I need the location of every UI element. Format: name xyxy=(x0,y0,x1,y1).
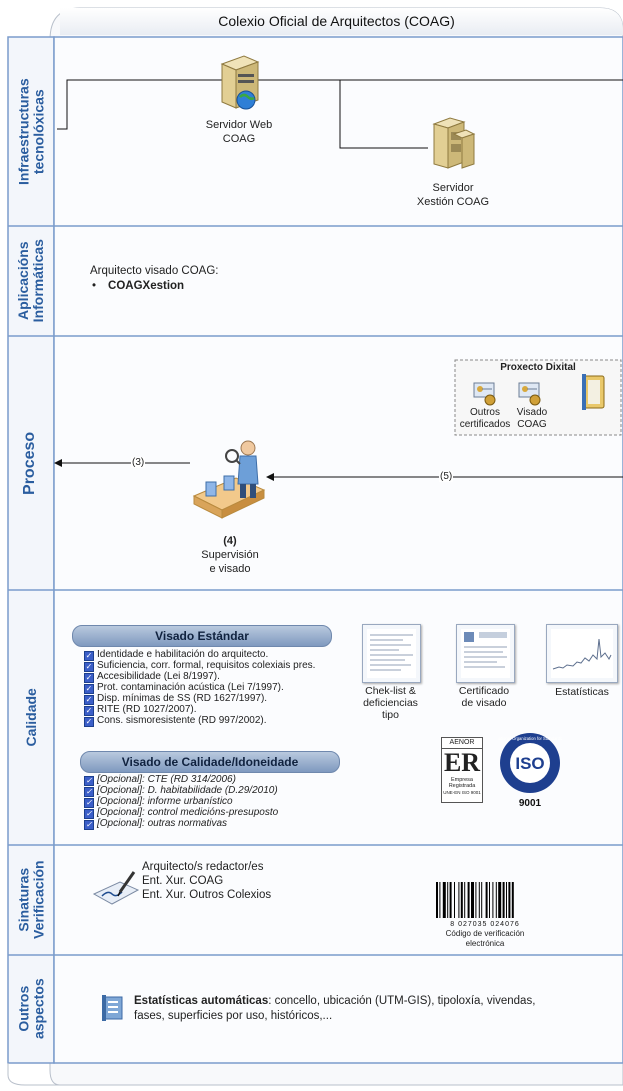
digital-document-icon xyxy=(582,374,605,410)
svg-text:ISO: ISO xyxy=(515,754,544,773)
statistics-line-chart-icon xyxy=(551,629,613,678)
xestion-server-label: Servidor Xestión COAG xyxy=(416,182,490,208)
proxecto-dixital-title: Proxecto Dixital xyxy=(500,362,576,373)
visado-calidade-header: Visado de Calidade/Idoneidade xyxy=(80,751,340,773)
quality-item: ✓[Opcional]: outras normativas xyxy=(84,818,278,830)
web-server-icon xyxy=(220,55,260,110)
checklist-table-icon xyxy=(367,629,416,678)
checkbox-checked-icon: ✓ xyxy=(84,717,94,727)
outros-stats-rest: : concello, ubicación (UTM-GIS), tipolox… xyxy=(134,995,536,1022)
quality-item: ✓[Opcional]: control medicións-presupost… xyxy=(84,807,279,819)
outros-stats-bold: Estatísticas automáticas xyxy=(134,995,269,1007)
certificate-document-icon xyxy=(461,629,510,678)
quality-item-label: [Opcional]: informe urbanístico xyxy=(97,796,233,807)
quality-item: ✓[Opcional]: informe urbanístico xyxy=(84,796,278,808)
lane-label-outros: Outros aspectos xyxy=(15,978,47,1040)
checkbox-checked-icon: ✓ xyxy=(84,651,94,661)
svg-text:9001: 9001 xyxy=(519,798,542,809)
checklist-caption: Chek-list & deficiencias tipo xyxy=(363,685,418,721)
standard-item-label: Disp. mínimas de SS (RD 1627/1997). xyxy=(97,693,268,704)
barcode-icon: 8 027035 024076 xyxy=(436,882,520,928)
outros-stats-text: Estatísticas automáticas: concello, ubic… xyxy=(134,994,614,1024)
checkbox-checked-icon: ✓ xyxy=(84,684,94,694)
checkbox-checked-icon: ✓ xyxy=(84,798,94,808)
standard-checklist: ✓Identidade e habilitación do arquitecto… xyxy=(84,649,316,727)
certificate-key-icon-visado xyxy=(518,382,541,406)
checkbox-checked-icon: ✓ xyxy=(84,673,94,683)
arrow-label-5: (5) xyxy=(439,471,454,482)
standard-item: ✓Identidade e habilitación do arquitecto… xyxy=(84,649,315,661)
standard-item-label: Identidade e habilitación do arquitecto. xyxy=(97,649,269,660)
svg-text:8 027035 024076: 8 027035 024076 xyxy=(450,921,520,928)
web-server-label: Servidor Web COAG xyxy=(205,119,273,145)
checkbox-checked-icon: ✓ xyxy=(84,706,94,716)
supervision-person-icon xyxy=(192,440,266,519)
standard-item: ✓Disp. mínimas de SS (RD 1627/1997). xyxy=(84,693,315,705)
quality-item-label: [Opcional]: CTE (RD 314/2006) xyxy=(97,774,236,785)
standard-item: ✓Cons. sismoresistente (RD 997/2002). xyxy=(84,715,315,727)
lane-label-calidade: Calidade xyxy=(22,688,39,747)
standard-item-label: RITE (RD 1027/2007). xyxy=(97,704,197,715)
diagram-title: Colexio Oficial de Arquitectos (COAG) xyxy=(218,13,455,29)
xestion-server-icon xyxy=(432,117,476,169)
iso-9001-logo: International Organization for Standardi… xyxy=(498,733,562,809)
standard-item-label: Prot. contaminación acústica (Lei 7/1997… xyxy=(97,682,284,693)
cert-visado-label: Visado COAG xyxy=(516,407,548,430)
arrow-label-3: (3) xyxy=(131,457,146,468)
quality-checklist: ✓[Opcional]: CTE (RD 314/2006)✓[Opcional… xyxy=(84,774,279,830)
standard-item-label: Suficiencia, corr. formal, requisitos co… xyxy=(97,660,316,671)
standard-item: ✓Suficiencia, corr. formal, requisitos c… xyxy=(84,660,316,672)
aenor-logo: AENOR ER Empresa Registrada UNE-EN ISO 9… xyxy=(441,737,483,803)
standard-item: ✓RITE (RD 1027/2007). xyxy=(84,704,315,716)
svg-text:International Organization for: International Organization for Standardi… xyxy=(498,736,562,741)
lane-label-sinaturas: Sinaturas Verificación xyxy=(15,860,46,940)
step-number: (4) xyxy=(223,535,237,547)
aenor-logo-mid: Empresa Registrada xyxy=(448,777,476,789)
signature-pen-icon xyxy=(92,871,140,905)
checklist-thumbnail xyxy=(362,624,421,683)
certificado-caption: Certificado de visado xyxy=(458,685,510,709)
standard-item: ✓Accesibilidade (Lei 8/1997). xyxy=(84,671,315,683)
bullet-icon: • xyxy=(92,280,97,292)
certificado-thumbnail xyxy=(456,624,515,683)
checkbox-checked-icon: ✓ xyxy=(84,787,94,797)
standard-item-label: Cons. sismoresistente (RD 997/2002). xyxy=(97,715,267,726)
apps-heading: Arquitecto visado COAG: xyxy=(90,265,219,277)
certificate-key-icon-outros xyxy=(473,382,496,406)
checkbox-checked-icon: ✓ xyxy=(84,820,94,830)
step-label: Supervisión e visado xyxy=(201,549,259,575)
quality-item: ✓[Opcional]: D. habitabilidade (D.29/201… xyxy=(84,785,278,797)
statistics-database-icon xyxy=(102,995,123,1021)
checkbox-checked-icon: ✓ xyxy=(84,662,94,672)
standard-item: ✓Prot. contaminación acústica (Lei 7/199… xyxy=(84,682,315,694)
apps-item-label: COAGXestion xyxy=(108,280,185,292)
aenor-er-icon: ER xyxy=(443,748,481,777)
aenor-logo-bottom: UNE-EN ISO 9001 xyxy=(443,790,481,795)
signers-list: Arquitecto/s redactor/es Ent. Xur. COAG … xyxy=(142,861,272,901)
checkbox-checked-icon: ✓ xyxy=(84,695,94,705)
lane-label-proceso: Proceso xyxy=(21,431,39,495)
lane-label-infraestructuras: Infraestructuras tecnolóxicas xyxy=(15,78,46,185)
estatisticas-thumbnail xyxy=(546,624,618,683)
estatisticas-caption: Estatísticas xyxy=(555,686,609,698)
standard-item-label: Accesibilidade (Lei 8/1997). xyxy=(97,671,220,682)
checkbox-checked-icon: ✓ xyxy=(84,776,94,786)
apps-list-item: • COAGXestion xyxy=(92,280,184,292)
quality-item: ✓[Opcional]: CTE (RD 314/2006) xyxy=(84,774,278,786)
lane-label-aplicacions: Aplicacións Informáticas xyxy=(15,239,46,323)
aenor-logo-top: AENOR xyxy=(442,738,482,749)
quality-item-label: [Opcional]: control medicións-presuposto xyxy=(97,807,279,818)
quality-item-label: [Opcional]: D. habitabilidade (D.29/2010… xyxy=(97,785,278,796)
barcode-caption: Código de verificación electrónica xyxy=(445,929,525,948)
visado-estandar-header: Visado Estándar xyxy=(72,625,332,647)
cert-outros-label: Outros certificados xyxy=(459,407,511,430)
checkbox-checked-icon: ✓ xyxy=(84,809,94,819)
quality-item-label: [Opcional]: outras normativas xyxy=(97,818,228,829)
